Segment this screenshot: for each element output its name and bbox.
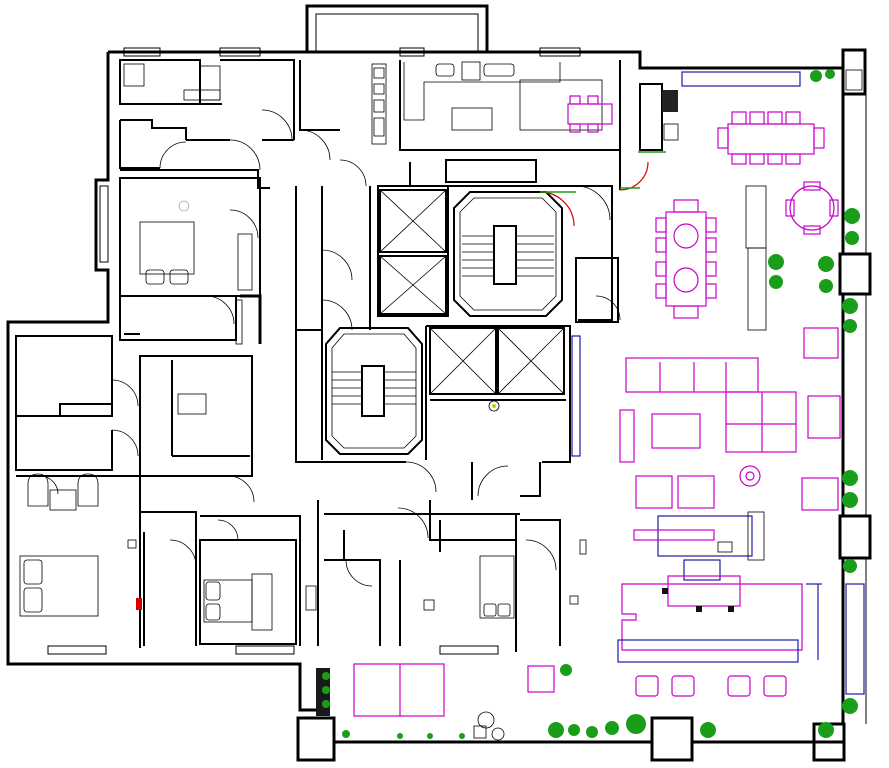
kitchen-island-icon [435, 61, 515, 81]
plant-icon [342, 730, 465, 739]
plant-icon [843, 559, 857, 573]
plant-icon [768, 254, 784, 289]
bed-icon [19, 555, 99, 617]
bar-stools [635, 675, 787, 697]
dining-table-icon [655, 199, 717, 319]
stair-icon [325, 327, 423, 455]
plant-icon [842, 698, 858, 714]
bed-icon [479, 555, 515, 619]
plant-icon [626, 714, 646, 734]
sofa-icon [27, 473, 99, 511]
plant-icon [818, 722, 834, 738]
plant-icon [560, 664, 572, 676]
plant-icon [810, 69, 835, 82]
outer-walls [6, 4, 872, 762]
bedrooms [19, 63, 515, 631]
fixtures-details [127, 69, 863, 611]
plants [322, 69, 860, 739]
bar-counter [617, 511, 822, 697]
plant-icon [818, 256, 834, 293]
sofa-icon [625, 357, 797, 453]
plant-icon [322, 672, 330, 708]
dining-table-icon [717, 111, 825, 165]
dining-area [655, 111, 839, 331]
bed-icon [139, 221, 195, 285]
plant-icon [842, 470, 858, 508]
living-area [619, 327, 841, 511]
round-table [785, 181, 839, 235]
plant-icon [842, 298, 858, 333]
windows [47, 47, 865, 695]
terrace [316, 663, 555, 741]
dining-table-icon [567, 95, 613, 133]
door-swings [39, 109, 666, 610]
stair-icon [453, 191, 563, 317]
bed-icon [203, 573, 273, 631]
plant-icon [844, 208, 860, 245]
elevator-shaft-icon [379, 189, 565, 395]
kitchen [371, 61, 679, 151]
plant-icon [700, 722, 716, 738]
plant-icon [548, 721, 619, 738]
core-vertical-circulation [325, 189, 565, 455]
interior-walls [15, 59, 621, 652]
